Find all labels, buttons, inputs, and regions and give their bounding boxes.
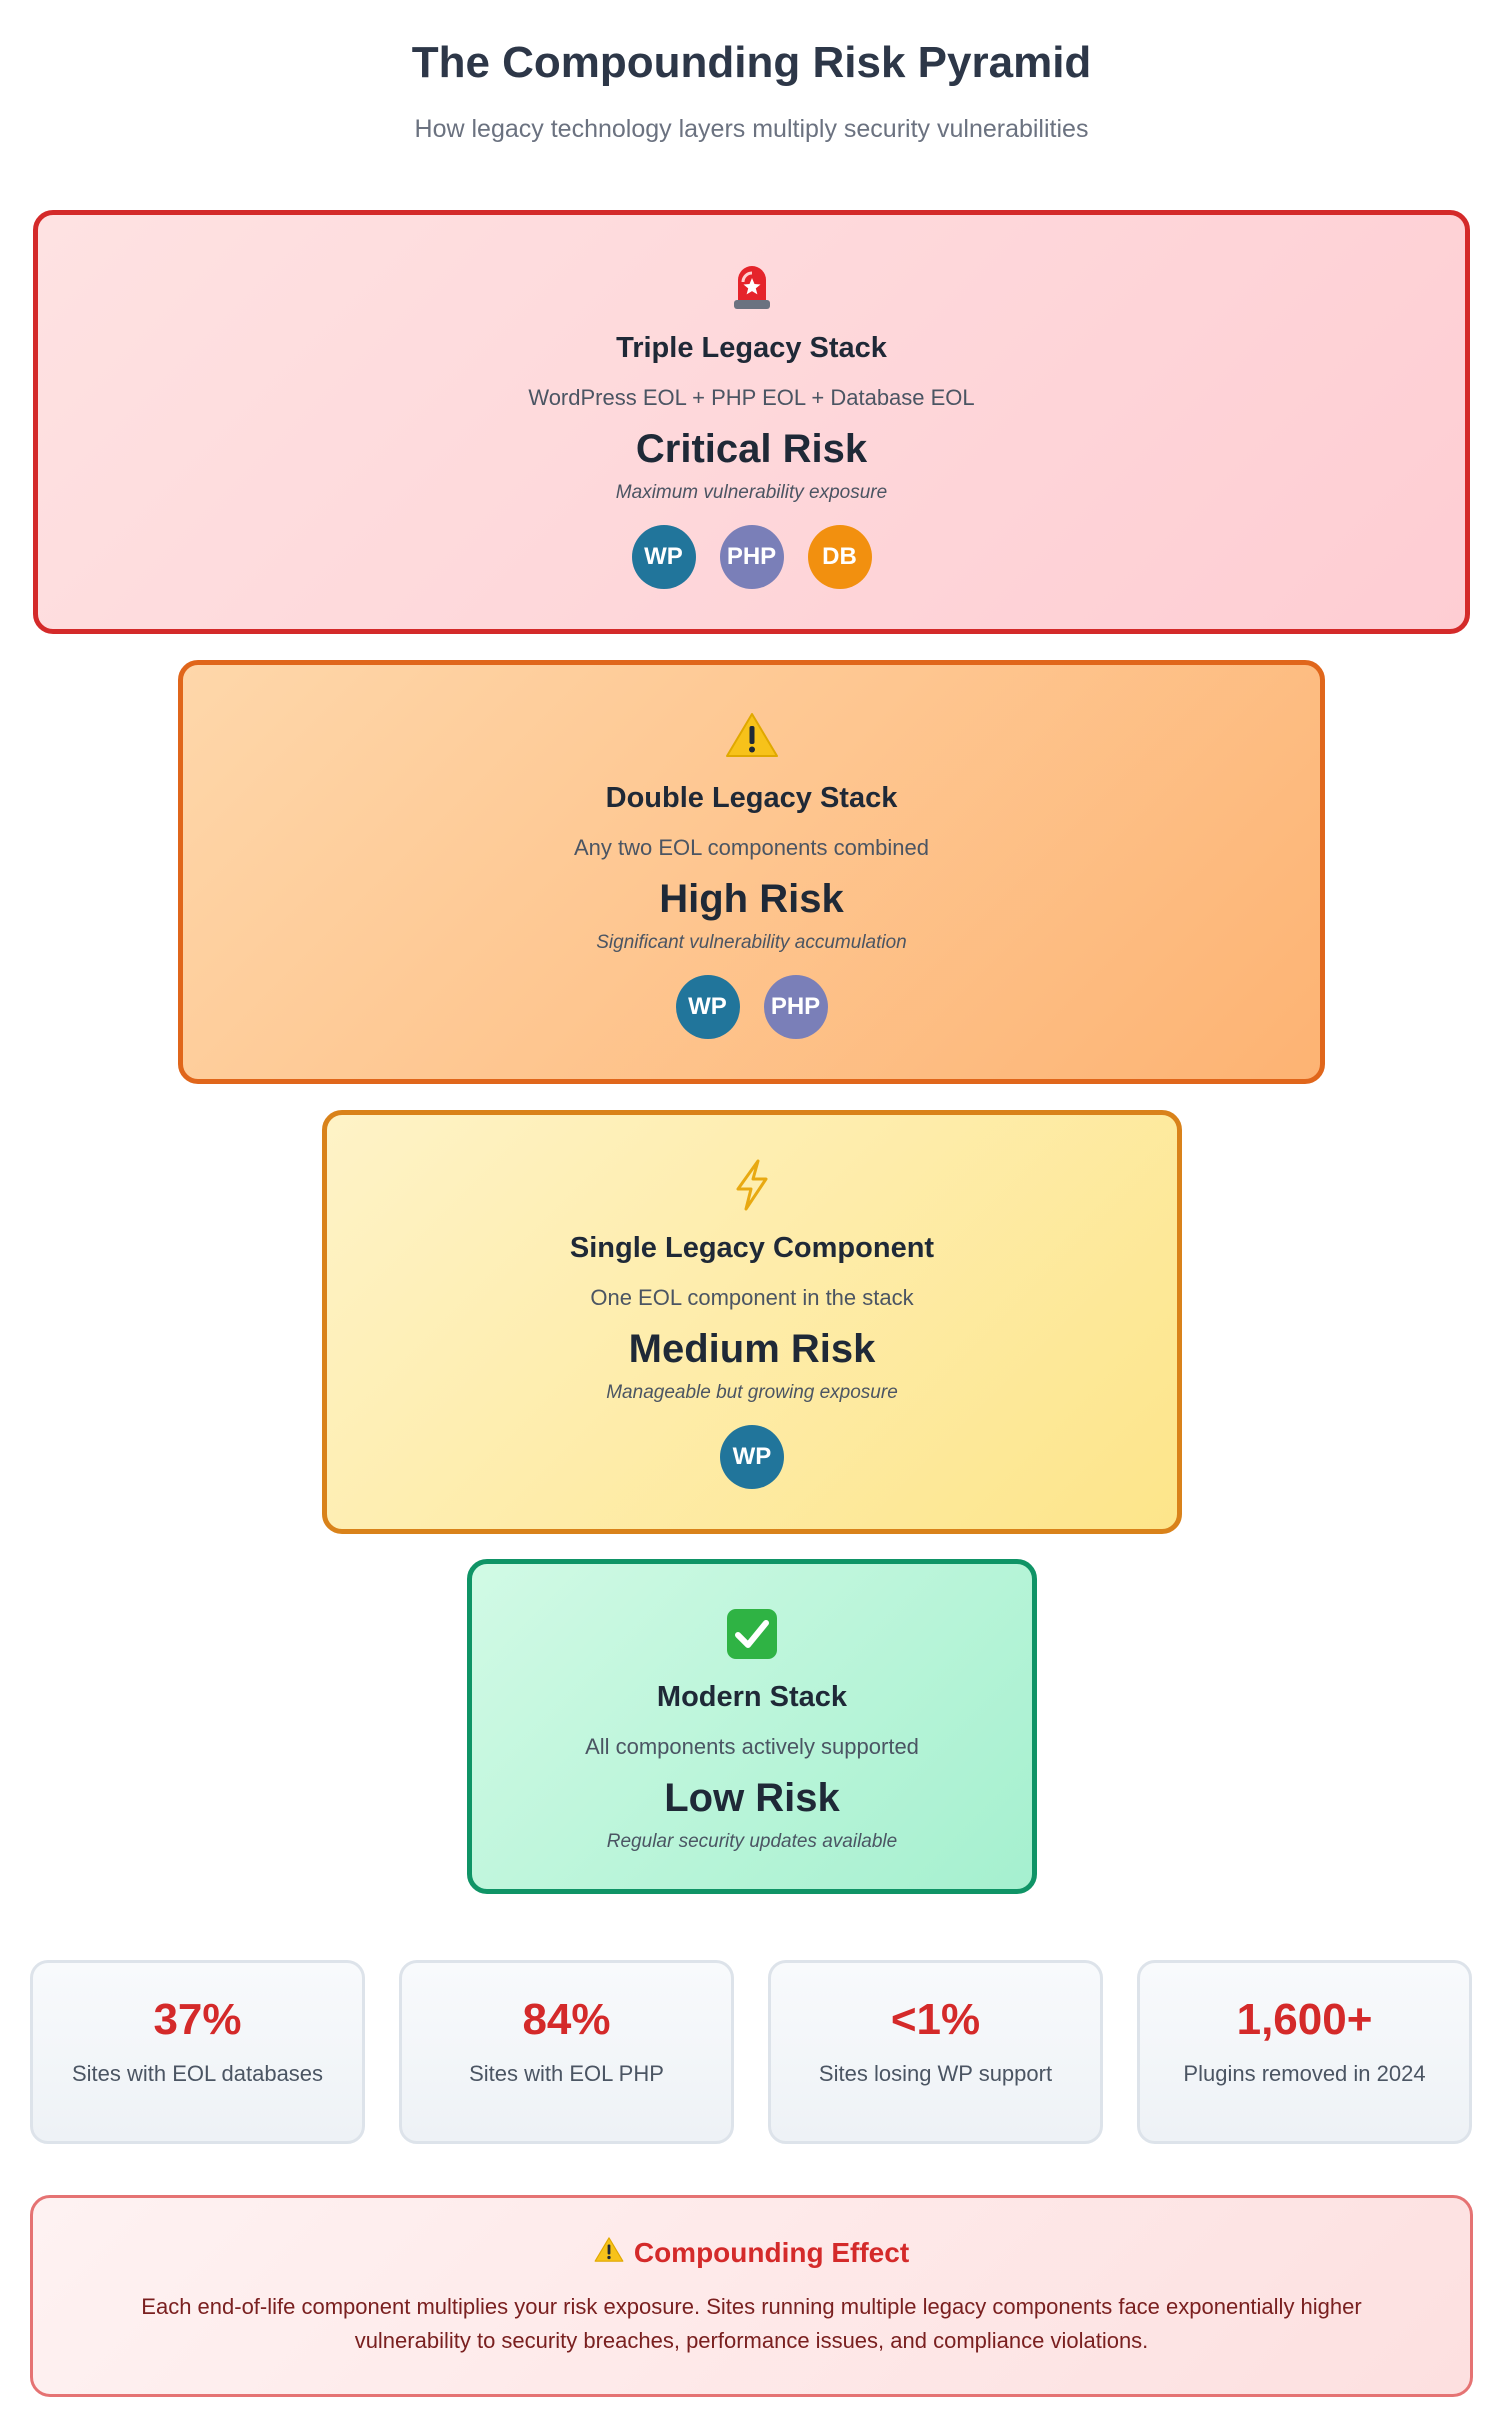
stat-card-wp-support: <1% Sites losing WP support [768,1960,1103,2144]
tier-low: Modern Stack All components actively sup… [467,1559,1037,1894]
tier-description: WordPress EOL + PHP EOL + Database EOL [528,385,975,410]
callout-title: Compounding Effect [33,2236,1470,2270]
stat-card-eol-php: 84% Sites with EOL PHP [399,1960,734,2144]
tier-description: All components actively supported [585,1734,919,1759]
component-badges: WP PHP DB [38,525,1465,589]
risk-note: Significant vulnerability accumulation [596,932,907,953]
php-badge: PHP [719,525,784,589]
tier-medium: Single Legacy Component One EOL componen… [322,1110,1182,1534]
php-badge: PHP [763,975,828,1039]
stat-label: Sites losing WP support [818,2061,1053,2086]
tier-name: Triple Legacy Stack [616,332,887,364]
risk-level: Medium Risk [628,1327,876,1371]
wp-badge: WP [720,1425,784,1489]
tier-name: Modern Stack [656,1681,848,1713]
risk-level: Critical Risk [635,427,868,471]
risk-note: Manageable but growing exposure [606,1382,898,1403]
siren-icon [38,257,1465,313]
stat-label: Sites with EOL PHP [469,2061,664,2086]
wp-badge: WP [675,975,740,1039]
warning-icon [183,707,1320,763]
db-badge: DB [807,525,872,589]
tier-description: Any two EOL components combined [573,835,930,860]
stat-label: Plugins removed in 2024 [1183,2061,1426,2086]
tier-critical: Triple Legacy Stack WordPress EOL + PHP … [33,210,1470,634]
lightning-icon [327,1157,1177,1213]
stat-card-eol-databases: 37% Sites with EOL databases [30,1960,365,2144]
tier-high: Double Legacy Stack Any two EOL componen… [178,660,1325,1084]
risk-note: Regular security updates available [606,1831,898,1852]
stat-value: 84% [522,1995,611,2044]
risk-note: Maximum vulnerability exposure [615,482,888,503]
stat-value: 37% [153,1995,242,2044]
compounding-effect-callout: Compounding Effect Each end-of-life comp… [30,2195,1473,2397]
warning-icon [594,2236,624,2270]
component-badges: WP [327,1425,1177,1489]
tier-description: One EOL component in the stack [590,1285,914,1310]
tier-name: Double Legacy Stack [605,782,898,814]
stat-label: Sites with EOL databases [71,2061,324,2086]
wp-badge: WP [631,525,696,589]
check-icon [472,1606,1032,1662]
page-subtitle: How legacy technology layers multiply se… [414,115,1089,143]
callout-text: Each end-of-life component multiplies yo… [141,2294,1362,2353]
risk-level: Low Risk [664,1776,840,1820]
stat-value: 1,600+ [1236,1995,1373,2044]
callout-title-text: Compounding Effect [633,2237,910,2268]
stat-value: <1% [890,1995,981,2044]
stat-card-plugins-removed: 1,600+ Plugins removed in 2024 [1137,1960,1472,2144]
risk-level: High Risk [659,877,844,921]
page-title: The Compounding Risk Pyramid [411,38,1092,87]
tier-name: Single Legacy Component [569,1232,935,1264]
component-badges: WP PHP [183,975,1320,1039]
